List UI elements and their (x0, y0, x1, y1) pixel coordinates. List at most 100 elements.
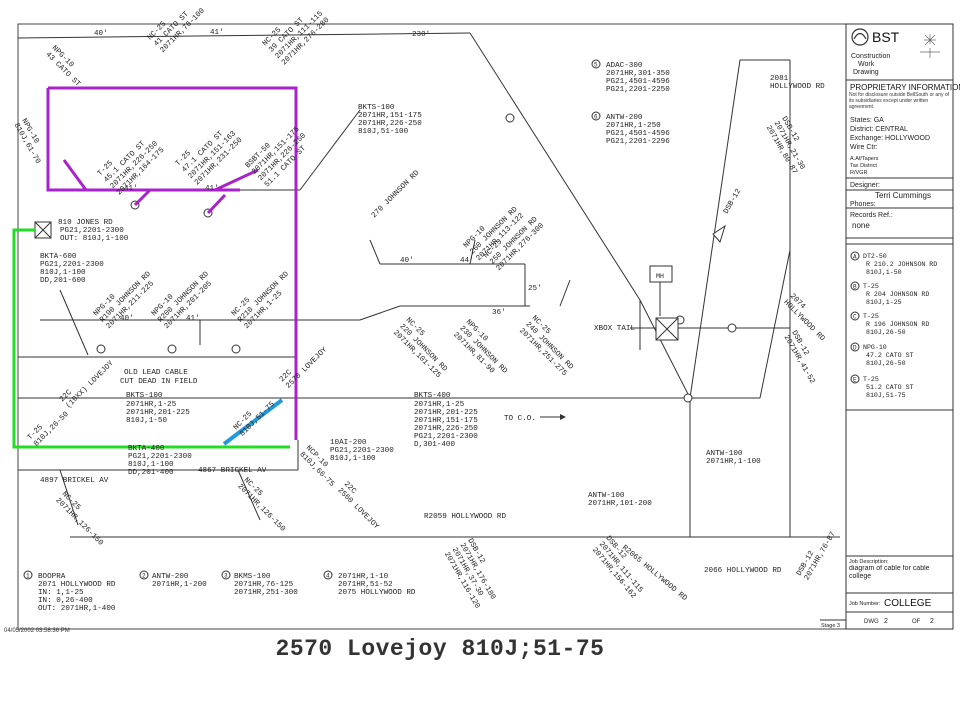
legend-item: 810J,1-50 (866, 269, 902, 276)
svg-text:PG21,2201-2300: PG21,2201-2300 (330, 447, 394, 455)
johnson220-label: NC-25 220 JOHNSON RD 2071HR,101-125 (391, 316, 448, 380)
dwg-label: DWG (864, 619, 879, 625)
bkta400-label: BKTA-400 PG21,2201-2300 810J,1-100 DD,20… (128, 445, 192, 477)
svg-text:810J,1-100: 810J,1-100 (40, 269, 86, 277)
distance-label: 40' (94, 30, 108, 38)
to-co-label: TO C.O. (504, 415, 536, 423)
note-2: 2 ANTW-200 2071HR,1-200 (139, 570, 207, 589)
lovejoy2570-label: 22C 2570 LOVEJOY (278, 346, 330, 391)
cato471-label: T-25 47.1 CATO ST 2071HR,151-163 2071HR,… (174, 130, 244, 187)
tax-field: Tax District (850, 163, 877, 169)
green-path (12, 228, 290, 449)
legend: A DT2-50 R 210.2 JOHNSON RD 810J,1-50 B … (850, 251, 937, 399)
johnson270-label: 270 JOHNSON RD (370, 169, 421, 220)
distance-label: 36' (492, 309, 506, 317)
johnson200-label: NPG-10 R200 JOHNSON RD 2071HR,201-205 (150, 270, 214, 331)
lovejoy2560-label: 22C 2560 LOVEJOY (336, 480, 381, 532)
svg-text:1: 1 (26, 573, 30, 580)
svg-text:D,301-400: D,301-400 (414, 441, 455, 449)
cato41-label: NC-25 41 CATO ST 2071HR,76-100 (146, 7, 207, 55)
note-6: 6 ANTW-200 2071HR,1-250 PG21,4501-4596 P… (591, 111, 670, 146)
lovejoy19-label: 22C (19XX) LOVEJOY (58, 359, 115, 410)
svg-text:2071HR,1-100: 2071HR,1-100 (706, 458, 761, 466)
nc25-brickel2-label: NC-25 2071HR,126-150 (236, 476, 287, 533)
hollywood-2066-label: 2066 HOLLYWOOD RD (704, 567, 782, 575)
brickel-4867-label: 4867 BRICKEL AV (198, 467, 267, 475)
legend-item: DT2-50 (863, 253, 887, 260)
magenta-route (46, 86, 298, 440)
svg-text:810J,51-100: 810J,51-100 (358, 128, 409, 136)
svg-text:CUT DEAD IN FIELD: CUT DEAD IN FIELD (120, 378, 198, 386)
xbox-tail-label: XBOX TAIL (594, 325, 635, 333)
magenta-spur (62, 159, 88, 191)
svg-text:BKTS-100: BKTS-100 (358, 104, 395, 112)
cato511-label: BSBT-50 2071HR,151-175 2071HR,226-250 51… (244, 125, 308, 189)
proprietary-heading: PROPRIETARY INFORMATION (850, 83, 960, 92)
svg-text:BKTA-600: BKTA-600 (40, 253, 77, 261)
dsb12-list-label: DSB-12 2071HR,21-30 2071HR,80-87 (764, 116, 806, 176)
svg-text:2071HR,1-200: 2071HR,1-200 (152, 581, 207, 589)
drawing-type-line: Drawing (853, 69, 879, 76)
svg-text:OUT: 810J,1-100: OUT: 810J,1-100 (60, 235, 129, 243)
wire-ctr-field: Wire Ctr: (850, 144, 878, 151)
svg-text:DD,201-400: DD,201-400 (128, 469, 174, 477)
distance-label: 40' (400, 257, 414, 265)
distance-label: 44' (460, 257, 474, 265)
svg-text:2071HR,301-350: 2071HR,301-350 (606, 70, 670, 78)
svg-text:6: 6 (594, 114, 598, 121)
legend-item: 51.2 CATO ST (866, 384, 914, 391)
sunburst-icon (920, 34, 940, 58)
svg-text:BKMS-100: BKMS-100 (234, 573, 271, 581)
bkts100-top-label: BKTS-100 2071HR,151-175 2071HR,226-250 8… (358, 104, 422, 136)
bkts400-label: BKTS-400 2071HR,1-25 2071HR,201-225 2071… (414, 392, 478, 449)
legend-item: 810J,26-50 (866, 360, 906, 367)
antw100-label: ANTW-100 2071HR,1-100 (706, 450, 761, 466)
job-description: diagram of cable for cable college (849, 565, 930, 580)
distance-label: 41' (124, 185, 138, 193)
distance-label: 40' (120, 315, 134, 323)
legend-item: T-25 (863, 313, 879, 320)
svg-text:270 JOHNSON RD: 270 JOHNSON RD (370, 169, 421, 220)
drawing-type-line: Construction (851, 53, 890, 60)
manhole-label: MH (656, 273, 664, 280)
svg-text:2071HR,201-225: 2071HR,201-225 (126, 409, 190, 417)
title-block: BST Construction Work Drawing PROPRIETAR… (820, 23, 960, 630)
svg-text:ANTW-200: ANTW-200 (152, 573, 189, 581)
johnson230-label: NPG-10 230 JOHNSON RD 2071HR,81-90 (451, 318, 508, 375)
note-3: 3 BKMS-100 2071HR,76-125 2071HR,251-300 (221, 570, 298, 597)
svg-text:PG21,2201-2300: PG21,2201-2300 (414, 433, 478, 441)
district-field: District: CENTRAL (850, 126, 908, 133)
distance-label: 41' (205, 185, 219, 193)
old-lead-label: OLD LEAD CABLE CUT DEAD IN FIELD (120, 369, 198, 386)
job-description-label: Job Description: (849, 559, 889, 565)
npg10-left-label: NPG-10 810J,61-70 (12, 118, 42, 166)
svg-text:D: D (853, 345, 857, 352)
svg-text:4: 4 (326, 573, 330, 580)
dsb12-c-label: DSB-12 2071HR,176-180 2071HR,37-30 2071H… (442, 538, 497, 611)
svg-text:PG21,4501-4596: PG21,4501-4596 (606, 78, 670, 86)
svg-text:HOLLYWOOD RD: HOLLYWOOD RD (770, 83, 825, 91)
svg-text:ANTW-200: ANTW-200 (606, 114, 643, 122)
svg-text:2570 LOVEJOY: 2570 LOVEJOY (285, 346, 330, 391)
of-label: OF (912, 619, 921, 625)
svg-text:810J,1-100: 810J,1-100 (330, 455, 376, 463)
svg-text:BOOPRA: BOOPRA (38, 573, 66, 581)
svg-text:DSB-12: DSB-12 (723, 187, 744, 215)
svg-text:2560 LOVEJOY: 2560 LOVEJOY (336, 487, 381, 532)
svg-text:PG21,2201-2300: PG21,2201-2300 (60, 227, 124, 235)
proprietary-note: Not for disclosure outside BellSouth or … (849, 92, 950, 110)
svg-text:2071HR,1-250: 2071HR,1-250 (606, 122, 661, 130)
dwg-number: 2 (884, 618, 888, 625)
svg-text:BKTS-100: BKTS-100 (126, 392, 163, 400)
cato43-label: NPG-10 43 CATO ST (44, 44, 82, 89)
svg-text:A: A (853, 254, 857, 261)
dsb12-b-label: DSB-12 (723, 187, 744, 215)
johnson240-label: NC-25 240 JOHNSON RD 2071HR,251-275 (517, 314, 574, 378)
designer-name: Terri Cummings (875, 191, 931, 200)
brickel-4897-label: 4897 BRICKEL AV (40, 477, 109, 485)
svg-text:BKTA-400: BKTA-400 (128, 445, 165, 453)
magenta-boundary (46, 88, 240, 192)
magenta-spur (214, 168, 259, 192)
ioai200-label: 10AI-200 PG21,2201-2300 810J,1-100 (330, 439, 394, 463)
